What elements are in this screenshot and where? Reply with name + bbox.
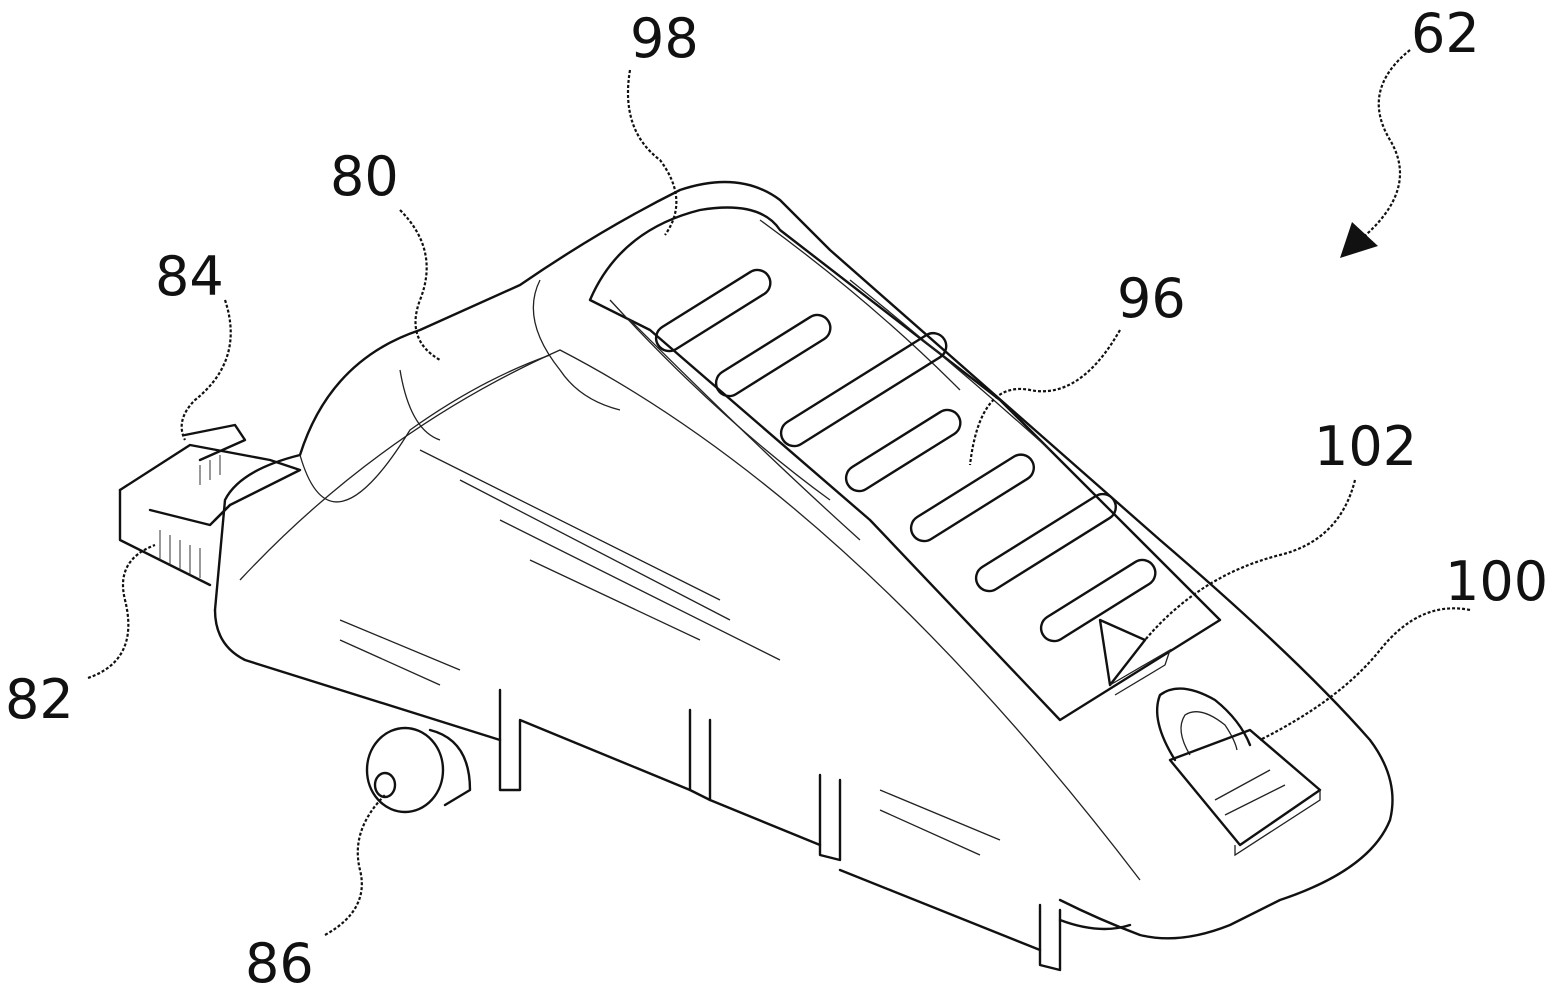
ribs	[654, 268, 1157, 643]
leader-lines	[87, 69, 1471, 936]
label-rail: 82	[5, 668, 74, 731]
label-assembly: 62	[1411, 2, 1480, 65]
assembly-arrow-icon	[1340, 49, 1411, 258]
top-track	[532, 206, 1222, 722]
label-ribbed-window: 96	[1117, 267, 1186, 330]
label-knob: 86	[245, 932, 314, 991]
rail	[118, 443, 302, 587]
arrow-indicator-icon	[1098, 618, 1172, 696]
label-arrow-indicator: 102	[1314, 415, 1417, 478]
label-top-housing: 80	[330, 145, 399, 208]
label-tab: 84	[155, 245, 224, 308]
label-lock-button: 100	[1445, 550, 1548, 613]
knob	[365, 726, 472, 814]
lock-icon	[1156, 687, 1322, 857]
device-body	[213, 180, 1394, 972]
tab	[183, 423, 247, 485]
label-recess: 98	[630, 7, 699, 70]
reference-labels: 62 98 80 84 96 102 100 82 86	[5, 2, 1548, 991]
